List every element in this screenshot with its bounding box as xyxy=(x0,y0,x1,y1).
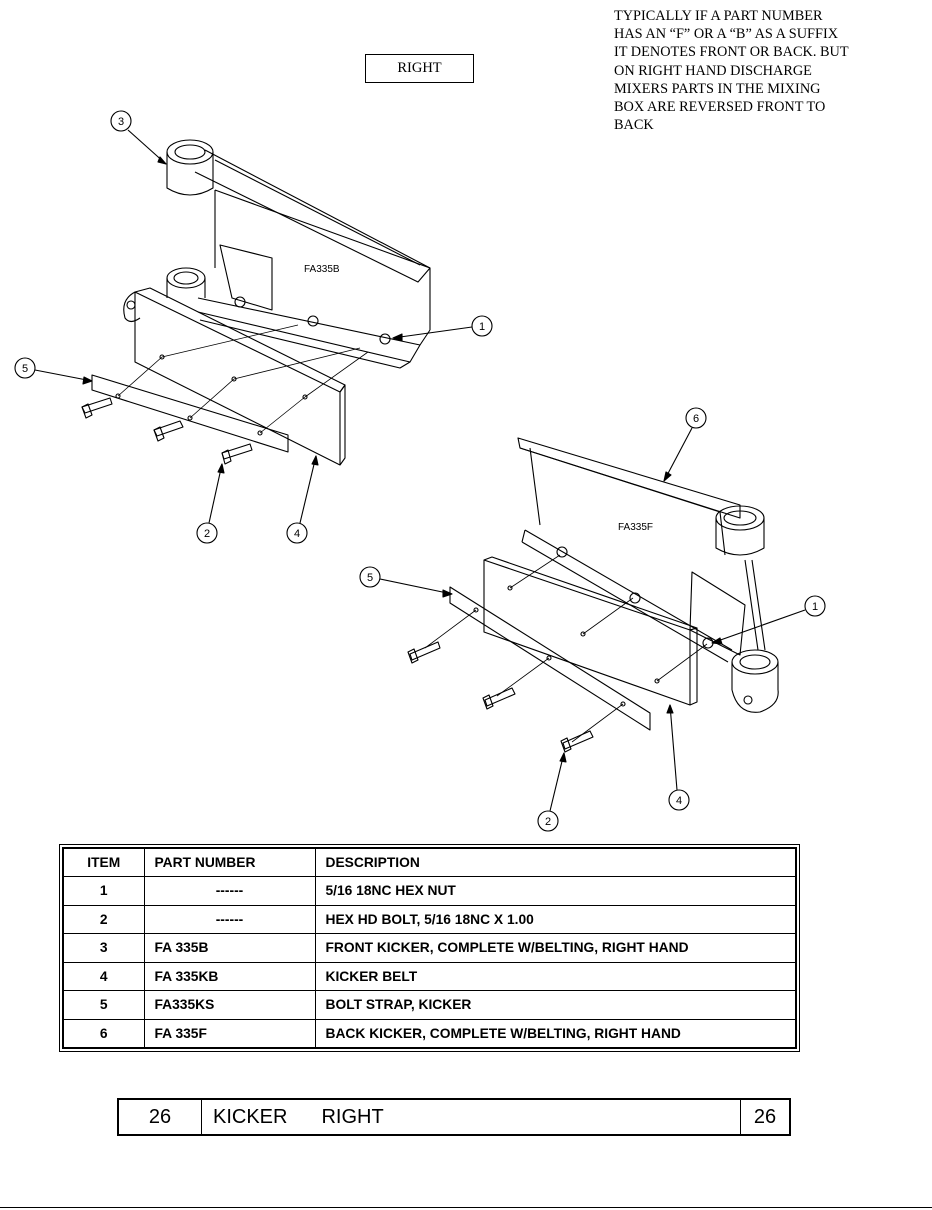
lower-bushing-part xyxy=(166,267,206,298)
item-cell: 2 xyxy=(62,904,145,934)
view-label-box: RIGHT xyxy=(365,54,474,83)
upper-part-label: FA335B xyxy=(304,264,340,275)
bolt-strap-part xyxy=(449,586,651,731)
bolt-strap-part xyxy=(91,374,289,453)
page-number-right: 26 xyxy=(740,1100,789,1134)
exploded-assembly-drawing: FA335B 3 1 5 2 4 xyxy=(14,110,826,832)
description-cell: FRONT KICKER, COMPLETE W/BELTING, RIGHT … xyxy=(314,933,797,963)
item-balloon: 6 xyxy=(663,407,707,482)
note-line: ON RIGHT HAND DISCHARGE xyxy=(614,62,812,79)
item-balloon: 5 xyxy=(359,566,453,598)
item-cell: 4 xyxy=(62,961,145,991)
kicker-belt-part xyxy=(483,556,698,706)
footer-title-side: RIGHT xyxy=(321,1105,384,1128)
description-cell: 5/16 18NC HEX NUT xyxy=(314,876,797,906)
item-cell: 1 xyxy=(62,876,145,906)
description-cell: KICKER BELT xyxy=(314,961,797,991)
back-kicker-assembly: FA335F 6 5 1 2 4 xyxy=(359,407,826,832)
balloon-number: 2 xyxy=(204,528,210,540)
bottom-rule xyxy=(0,1207,932,1208)
lower-part-label: FA335F xyxy=(618,522,653,533)
item-cell: 3 xyxy=(62,933,145,963)
page-number-left: 26 xyxy=(119,1100,202,1134)
balloon-number: 6 xyxy=(693,413,699,425)
part-number-cell: FA 335B xyxy=(143,933,316,963)
footer-title: KICKER RIGHT xyxy=(202,1100,740,1134)
balloon-number: 5 xyxy=(367,572,373,584)
description-cell: BOLT STRAP, KICKER xyxy=(314,990,797,1020)
balloon-number: 4 xyxy=(676,795,682,807)
note-line: BOX ARE REVERSED FRONT TO xyxy=(614,99,826,116)
item-balloon: 4 xyxy=(666,704,690,811)
hex-bolt-part xyxy=(81,397,253,465)
balloon-number: 3 xyxy=(118,116,124,128)
balloon-number: 1 xyxy=(479,321,485,333)
footer-title-part: KICKER xyxy=(213,1105,288,1128)
item-balloon: 4 xyxy=(286,455,319,544)
note-line: BACK xyxy=(614,117,654,134)
part-number-cell: FA 335F xyxy=(143,1018,316,1048)
top-bushing-part xyxy=(166,139,214,196)
note-line: MIXERS PARTS IN THE MIXING xyxy=(614,80,821,97)
note-line: IT DENOTES FRONT OR BACK. BUT xyxy=(614,44,849,61)
balloon-number: 2 xyxy=(545,816,551,828)
part-number-cell: ------ xyxy=(143,904,316,934)
balloon-number: 5 xyxy=(22,363,28,375)
parts-list-table: ITEM PART NUMBER DESCRIPTION 1 ------ 5/… xyxy=(59,844,800,1052)
note-line: HAS AN “F” OR A “B” AS A SUFFIX xyxy=(614,26,839,43)
table-row: 5 FA335KS BOLT STRAP, KICKER xyxy=(62,990,797,1020)
table-header-row: ITEM PART NUMBER DESCRIPTION xyxy=(62,847,797,877)
table-row: 3 FA 335B FRONT KICKER, COMPLETE W/BELTI… xyxy=(62,933,797,963)
header-description: DESCRIPTION xyxy=(314,847,797,877)
table-row: 2 ------ HEX HD BOLT, 5/16 18NC X 1.00 xyxy=(62,904,797,934)
description-cell: HEX HD BOLT, 5/16 18NC X 1.00 xyxy=(314,904,797,934)
item-balloon: 1 xyxy=(392,315,493,342)
note-line: TYPICALLY IF A PART NUMBER xyxy=(614,8,823,24)
balloon-number: 1 xyxy=(812,601,818,613)
item-cell: 5 xyxy=(62,990,145,1020)
header-part-number: PART NUMBER xyxy=(143,847,316,877)
item-balloon: 2 xyxy=(537,752,567,832)
header-item: ITEM xyxy=(62,847,145,877)
kicker-suffix-note: TYPICALLY IF A PART NUMBER HAS AN “F” OR… xyxy=(614,7,914,134)
item-balloon: 2 xyxy=(196,463,225,544)
item-cell: 6 xyxy=(62,1018,145,1048)
top-bushing-part xyxy=(715,505,765,556)
item-balloon: 1 xyxy=(711,595,826,645)
item-balloon: 5 xyxy=(14,357,93,385)
part-number-cell: FA 335KB xyxy=(143,961,316,991)
balloon-number: 4 xyxy=(294,528,300,540)
hex-nut-part xyxy=(234,296,391,345)
kicker-belt-part xyxy=(134,287,346,466)
hex-bolt-part xyxy=(407,641,594,753)
item-balloon: 3 xyxy=(110,110,167,165)
table-row: 1 ------ 5/16 18NC HEX NUT xyxy=(62,876,797,906)
part-number-cell: ------ xyxy=(143,876,316,906)
description-cell: BACK KICKER, COMPLETE W/BELTING, RIGHT H… xyxy=(314,1018,797,1048)
lower-bushing-part xyxy=(731,649,779,713)
front-kicker-assembly: FA335B 3 1 5 2 4 xyxy=(14,110,493,544)
part-number-cell: FA335KS xyxy=(143,990,316,1020)
table-row: 4 FA 335KB KICKER BELT xyxy=(62,961,797,991)
page-footer: 26 KICKER RIGHT 26 xyxy=(117,1098,791,1136)
table-row: 6 FA 335F BACK KICKER, COMPLETE W/BELTIN… xyxy=(62,1018,797,1048)
